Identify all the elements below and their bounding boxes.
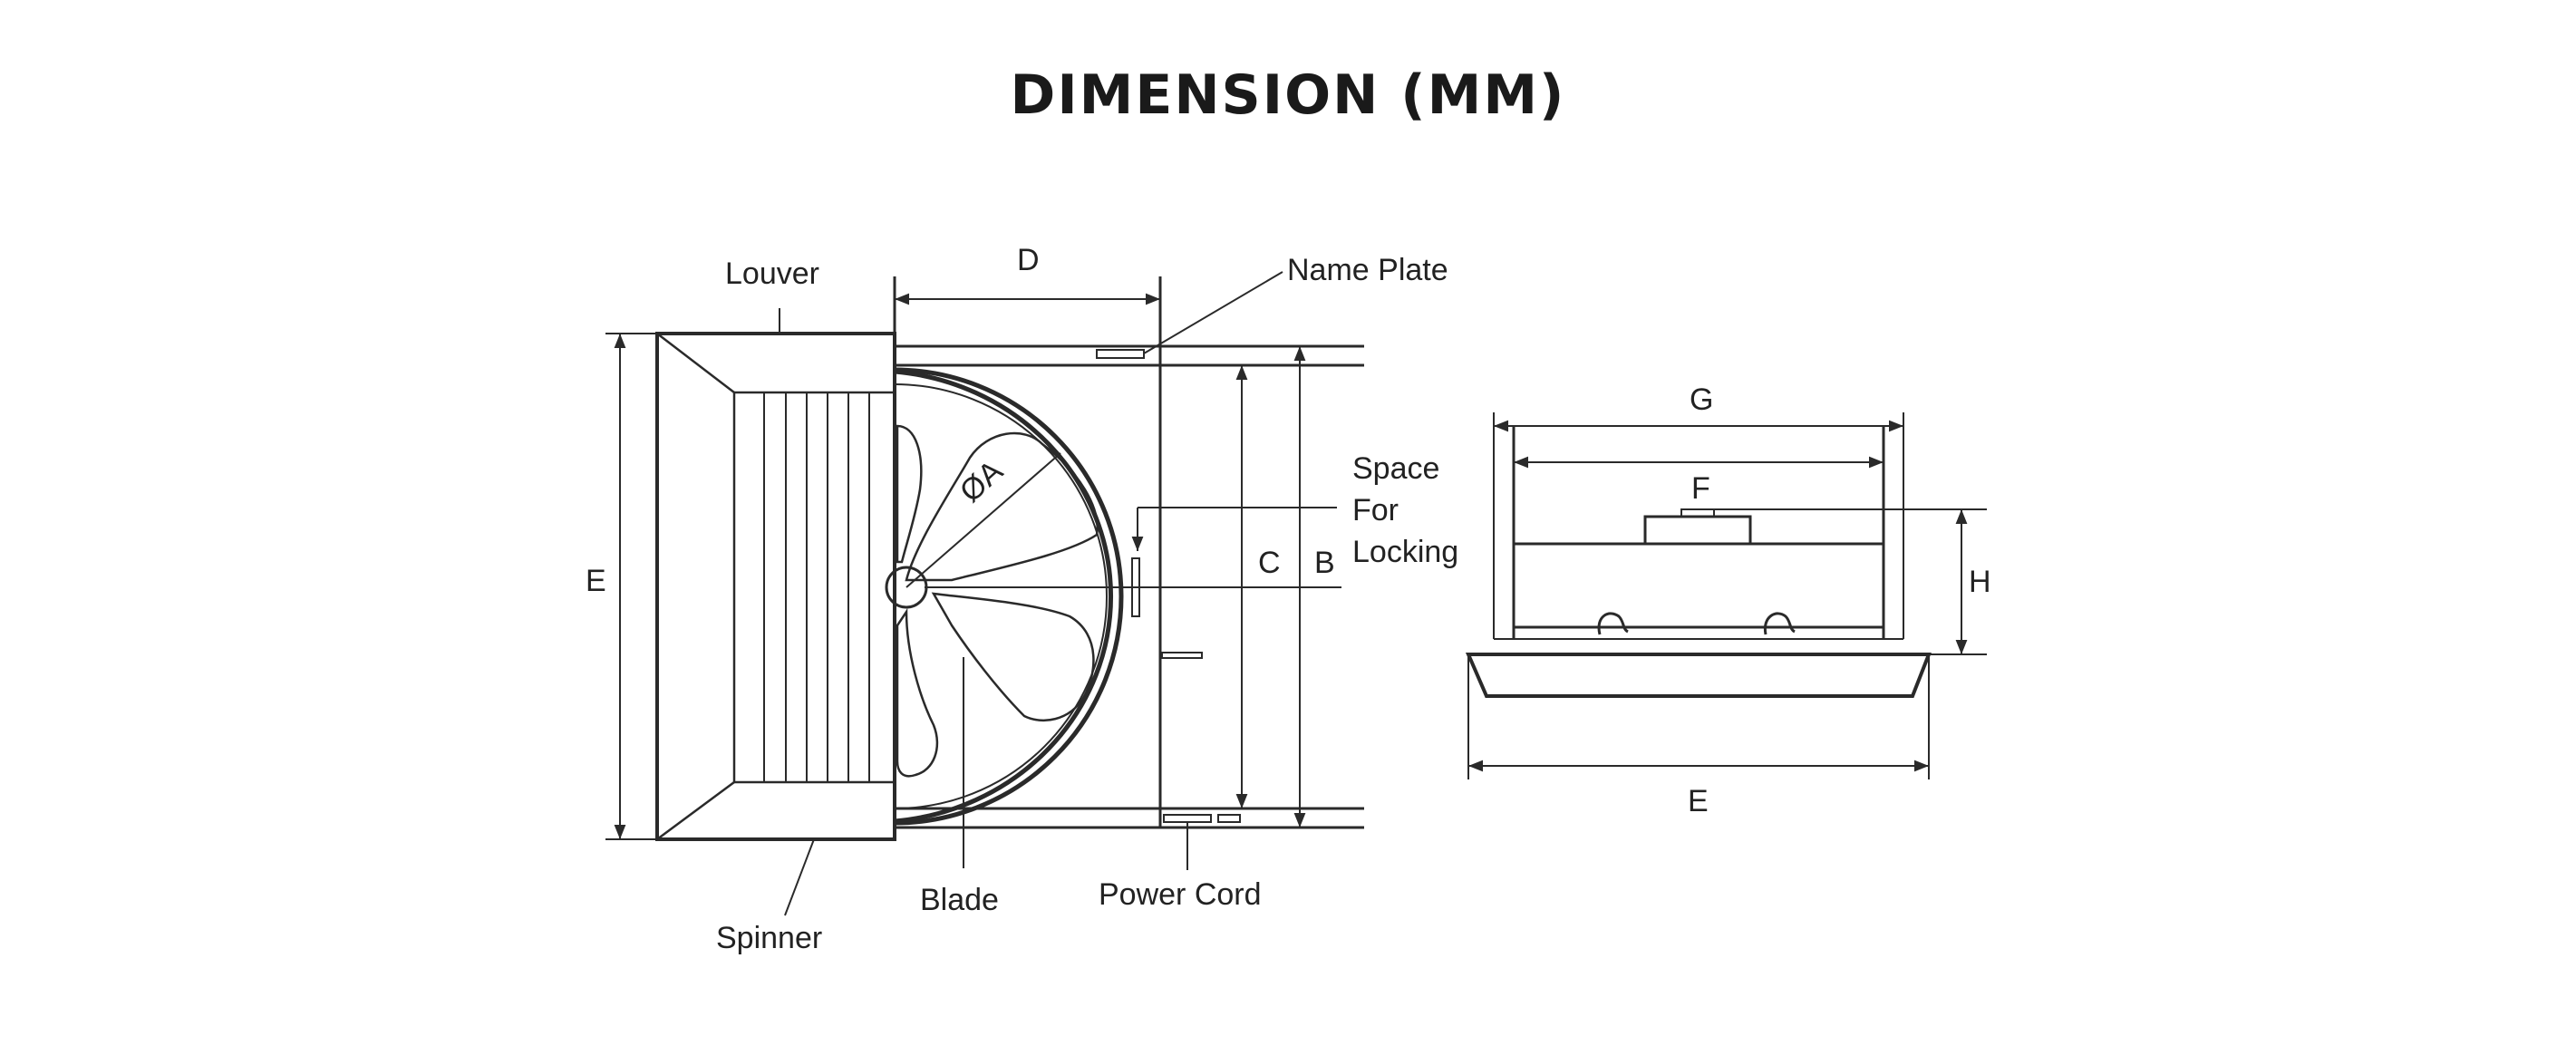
space-for-locking-line3: Locking: [1352, 535, 1458, 569]
phi-a-label: ØA: [954, 453, 1010, 508]
dim-f-label: F: [1691, 471, 1710, 506]
name-plate-label: Name Plate: [1287, 253, 1448, 287]
side-louver-base: [1465, 653, 1932, 698]
front-view: ØA Name Plate Space For Locking Power Co…: [586, 243, 1458, 955]
louver-label: Louver: [725, 256, 819, 291]
motor-box: [1643, 515, 1752, 546]
louver-inner-frame: [732, 391, 896, 784]
power-cord-label: Power Cord: [1099, 877, 1262, 912]
dim-b-label: B: [1314, 546, 1335, 580]
dim-e-left-label: E: [586, 564, 606, 598]
locking-slot: [1131, 557, 1140, 617]
hook-right: [1763, 612, 1796, 635]
space-for-locking-line2: For: [1352, 493, 1399, 528]
blade-label: Blade: [920, 883, 999, 917]
side-view: G F H E: [1465, 382, 1991, 818]
hook-left: [1597, 612, 1629, 635]
louver-panel: [655, 332, 896, 841]
dim-c-label: C: [1258, 546, 1281, 580]
fan-shroud-outer: [894, 367, 1124, 826]
power-cord: [1163, 814, 1212, 823]
dim-e-bottom-label: E: [1688, 784, 1709, 818]
fan-blades: [896, 424, 1099, 778]
dim-h-label: H: [1969, 565, 1991, 599]
page-title: DIMENSION (MM): [1010, 63, 1566, 127]
dim-d-label: D: [1017, 243, 1040, 277]
space-for-locking-line1: Space: [1352, 451, 1439, 486]
louver-slats: [763, 392, 870, 782]
name-plate: [1096, 349, 1145, 359]
spinner-label: Spinner: [716, 921, 822, 955]
dim-g-label: G: [1690, 382, 1713, 417]
